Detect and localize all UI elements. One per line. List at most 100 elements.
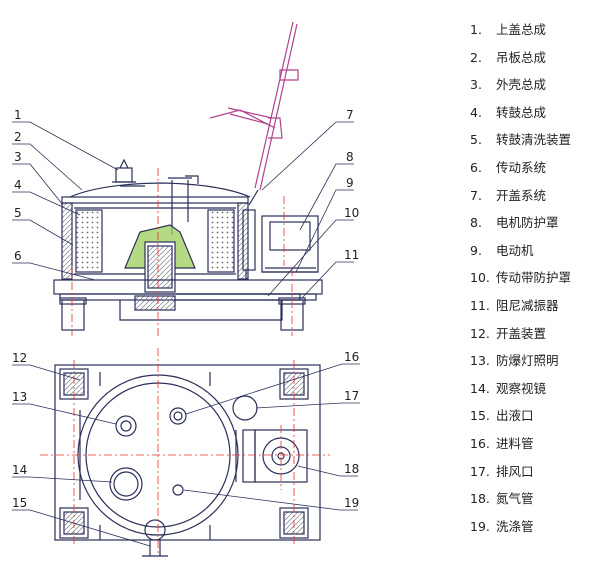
legend-item: 5. 转鼓清洗装置 <box>470 126 595 154</box>
legend-item: 18. 氮气管 <box>470 485 595 513</box>
callout-13: 13 <box>12 390 27 404</box>
callout-16: 16 <box>344 350 359 364</box>
legend-item: 2. 吊板总成 <box>470 44 595 72</box>
legend-item: 15. 出液口 <box>470 402 595 430</box>
legend-label: 观察视镜 <box>496 380 547 396</box>
legend-item: 7. 开盖系统 <box>470 182 595 210</box>
legend-item: 9. 电动机 <box>470 237 595 265</box>
callout-1: 1 <box>14 108 22 122</box>
legend-label: 吊板总成 <box>496 49 547 65</box>
legend-label: 进料管 <box>496 435 534 451</box>
sight-glass <box>109 467 143 501</box>
legend-label: 转鼓总成 <box>496 104 547 120</box>
legend-number: 5. <box>470 132 482 148</box>
callout-18: 18 <box>344 462 359 476</box>
legend-label: 排风口 <box>496 463 534 479</box>
callout-15: 15 <box>12 496 27 510</box>
explosion-proof-lamp <box>115 415 137 437</box>
legend-number: 2. <box>470 49 482 65</box>
legend-item: 13. 防爆灯照明 <box>470 347 595 375</box>
drum-wall-left <box>75 209 103 273</box>
outer-casing <box>61 196 249 204</box>
legend-item: 4. 转鼓总成 <box>470 99 595 127</box>
legend-label: 上盖总成 <box>496 22 547 37</box>
legend-number: 6. <box>470 159 482 175</box>
plan-view <box>54 364 321 557</box>
legend-number: 8. <box>470 215 482 231</box>
legend-item: 16. 进料管 <box>470 430 595 458</box>
lid-dome <box>69 182 251 198</box>
plan-centerlines <box>40 348 330 555</box>
callout-10: 10 <box>344 206 359 220</box>
callout-leaders <box>12 121 360 547</box>
legend-item: 3. 外壳总成 <box>470 71 595 99</box>
legend-number: 17. <box>470 463 490 479</box>
legend-label: 外壳总成 <box>496 77 547 93</box>
legend-label: 洗涤管 <box>496 518 534 534</box>
callout-14: 14 <box>12 463 27 477</box>
legend-label: 氮气管 <box>496 491 534 507</box>
callout-4: 4 <box>14 178 22 192</box>
base-frame <box>53 279 323 295</box>
legend-label: 传动带防护罩 <box>496 270 572 286</box>
legend-number: 13. <box>470 353 490 369</box>
callout-6: 6 <box>14 249 22 263</box>
callout-9: 9 <box>346 176 354 190</box>
lid-cylinder <box>242 209 256 271</box>
wash-pipe-plan <box>172 484 184 496</box>
callout-7: 7 <box>346 108 354 122</box>
legend-number: 12. <box>470 325 490 341</box>
legend-item: 8. 电机防护罩 <box>470 209 595 237</box>
legend-number: 7. <box>470 187 482 203</box>
callout-5: 5 <box>14 206 22 220</box>
legend-label: 出液口 <box>496 408 534 424</box>
legend-item: 1. 上盖总成 <box>470 16 595 44</box>
legend-item: 10. 传动带防护罩 <box>470 264 595 292</box>
legend-number: 9. <box>470 242 482 258</box>
legend-label: 转鼓清洗装置 <box>496 132 572 148</box>
callout-8: 8 <box>346 150 354 164</box>
legend-number: 15. <box>470 408 490 424</box>
legend-number: 19. <box>470 518 490 534</box>
legend-number: 16. <box>470 435 490 451</box>
legend-item: 19. 洗涤管 <box>470 513 595 541</box>
legend-number: 18. <box>470 491 490 507</box>
drum-wall-right <box>207 209 235 273</box>
legend-item: 6. 传动系统 <box>470 154 595 182</box>
callout-11: 11 <box>344 248 359 262</box>
legend-label: 防爆灯照明 <box>496 353 559 369</box>
legend-number: 14. <box>470 380 490 396</box>
legend-number: 4. <box>470 104 482 120</box>
liquid-outlet <box>144 519 166 541</box>
callout-12: 12 <box>12 351 27 365</box>
lid-arm <box>209 21 299 191</box>
legend-label: 开盖系统 <box>496 187 547 203</box>
legend-item: 14. 观察视镜 <box>470 375 595 403</box>
callout-17: 17 <box>344 389 359 403</box>
legend-number: 10. <box>470 270 490 286</box>
legend-number: 11. <box>470 297 490 313</box>
lid-knob <box>112 158 136 183</box>
motor <box>269 221 311 251</box>
belt-guard <box>176 293 301 301</box>
legend-number: 1. <box>470 22 482 37</box>
legend-label: 传动系统 <box>496 159 547 175</box>
legend-label: 电动机 <box>496 242 534 258</box>
plan-frame <box>54 364 321 541</box>
parts-legend: 1. 上盖总成 2. 吊板总成 3. 外壳总成 4. 转鼓总成 5. 转鼓清洗装置 6. 传… <box>470 16 595 540</box>
legend-item: 17. 排风口 <box>470 458 595 486</box>
exhaust-port <box>232 395 258 421</box>
legend-label: 阻尼减振器 <box>496 297 559 313</box>
callout-3: 3 <box>14 150 22 164</box>
side-centerlines <box>71 168 293 336</box>
feed-pipe-plan <box>169 407 187 425</box>
foot-left <box>61 299 85 331</box>
side-view <box>53 158 323 331</box>
legend-label: 电机防护罩 <box>496 215 559 231</box>
legend-item: 12. 开盖装置 <box>470 320 595 348</box>
legend-label: 开盖装置 <box>496 325 547 341</box>
legend-item: 11. 阻尼减振器 <box>470 292 595 320</box>
legend-number: 3. <box>470 77 482 93</box>
callout-2: 2 <box>14 130 22 144</box>
